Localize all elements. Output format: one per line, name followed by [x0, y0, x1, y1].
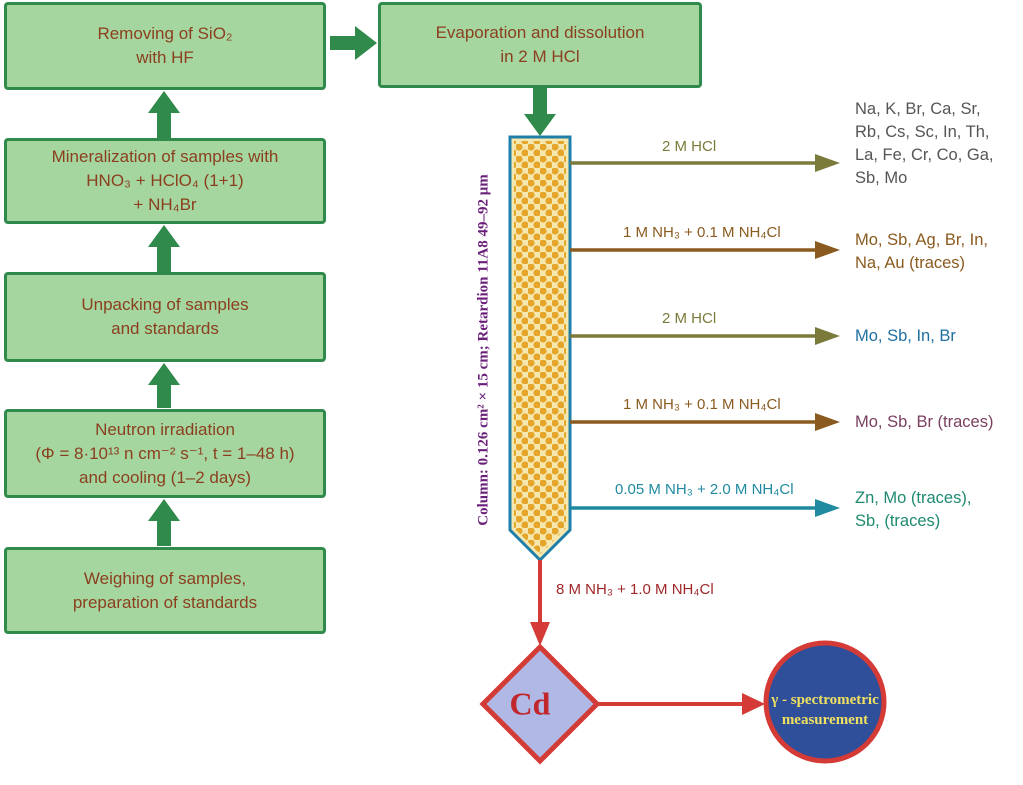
flow-box-text: and cooling (1–2 days): [78, 467, 251, 487]
result-list-1: Na, K, Br, Ca, Sr, Rb, Cs, Sc, In, Th, L…: [855, 98, 993, 190]
eluent-label-2: 1 M NH₃ + 0.1 M NH₄Cl: [623, 224, 781, 241]
eluent-label-5: 0.05 M NH₃ + 2.0 M NH₄Cl: [615, 481, 794, 498]
result-line: Zn, Mo (traces),: [855, 489, 972, 507]
flow-box-evaporation: Evaporation and dissolution in 2 M HCl: [378, 2, 702, 88]
arrow-weighing-to-irradiation: [148, 499, 180, 546]
arrow-evaporation-to-column: [524, 87, 556, 136]
column-label: Column: 0.126 cm² × 15 cm; Retardion 11A…: [475, 174, 492, 526]
flow-box-text: HNO₃ + HClO₄ (1+1): [86, 171, 244, 190]
flow-box-text: with HF: [136, 48, 194, 67]
eluent-label-3: 2 M HCl: [662, 310, 717, 327]
arrow-mineralization-to-removing: [148, 91, 180, 138]
result-list-5: Zn, Mo (traces), Sb, (traces): [855, 487, 971, 533]
cd-diamond: [479, 643, 601, 765]
result-line: La, Fe, Cr, Co, Ga,: [855, 146, 994, 164]
result-line: Na, Au (traces): [855, 254, 966, 272]
measurement-line: γ - spectrometric: [771, 692, 879, 708]
result-line: Sb, Mo: [855, 169, 908, 187]
final-eluent-label: 8 M NH₃ + 1.0 M NH₄Cl: [556, 581, 714, 598]
flow-box-text: Weighing of samples,: [83, 568, 247, 588]
arrow-cd-to-measurement: [597, 693, 765, 715]
elution-arrow-3: [570, 327, 840, 345]
elution-arrow-4: [570, 413, 840, 431]
result-list-3: Mo, Sb, In, Br: [855, 325, 956, 348]
flow-box-text: Removing of SiO₂: [97, 24, 233, 43]
measurement-label: γ - spectrometric measurement: [757, 655, 893, 765]
measurement-line: measurement: [781, 712, 869, 728]
elution-arrow-5: [570, 499, 840, 517]
flow-box-mineralization: Mineralization of samples with HNO₃ + HC…: [4, 138, 326, 224]
ion-exchange-column: [508, 135, 572, 563]
result-line: Mo, Sb, Br (traces): [855, 413, 994, 431]
flow-box-text: Mineralization of samples with: [51, 147, 279, 166]
result-line: Mo, Sb, In, Br: [855, 327, 956, 345]
flow-box-irradiation: Neutron irradiation (Φ = 8·10¹³ n cm⁻² s…: [4, 409, 326, 498]
flow-box-removing-sio2: Removing of SiO₂ with HF: [4, 2, 326, 90]
cd-label: Cd: [509, 685, 551, 722]
result-list-2: Mo, Sb, Ag, Br, In, Na, Au (traces): [855, 229, 988, 275]
flow-box-unpacking: Unpacking of samples and standards: [4, 272, 326, 362]
measurement-circle: [763, 640, 887, 764]
flow-box-text: preparation of standards: [72, 592, 258, 612]
result-line: Mo, Sb, Ag, Br, In,: [855, 231, 988, 249]
eluent-label-4: 1 M NH₃ + 0.1 M NH₄Cl: [623, 396, 781, 413]
flow-box-text: Unpacking of samples: [81, 295, 249, 314]
result-line: Na, K, Br, Ca, Sr,: [855, 100, 981, 118]
flow-box-text: Neutron irradiation: [95, 419, 235, 439]
flow-box-text: and standards: [111, 319, 219, 338]
eluent-label-1: 2 M HCl: [662, 138, 717, 155]
result-list-4: Mo, Sb, Br (traces): [855, 411, 993, 434]
arrow-irradiation-to-unpacking: [148, 363, 180, 408]
arrow-removing-to-evaporation: [330, 26, 377, 60]
arrow-column-to-cd: [530, 560, 550, 646]
arrow-unpacking-to-mineralization: [148, 225, 180, 272]
flow-box-text: in 2 M HCl: [500, 47, 580, 66]
flow-box-text: + NH₄Br: [133, 195, 197, 214]
flow-box-weighing: Weighing of samples, preparation of stan…: [4, 547, 326, 634]
elution-arrow-1: [570, 154, 840, 172]
result-line: Rb, Cs, Sc, In, Th,: [855, 123, 990, 141]
flow-box-text: Evaporation and dissolution: [435, 23, 645, 42]
flow-box-text: (Φ = 8·10¹³ n cm⁻² s⁻¹, t = 1–48 h): [35, 443, 295, 463]
result-line: Sb, (traces): [855, 512, 941, 530]
elution-arrow-2: [570, 241, 840, 259]
